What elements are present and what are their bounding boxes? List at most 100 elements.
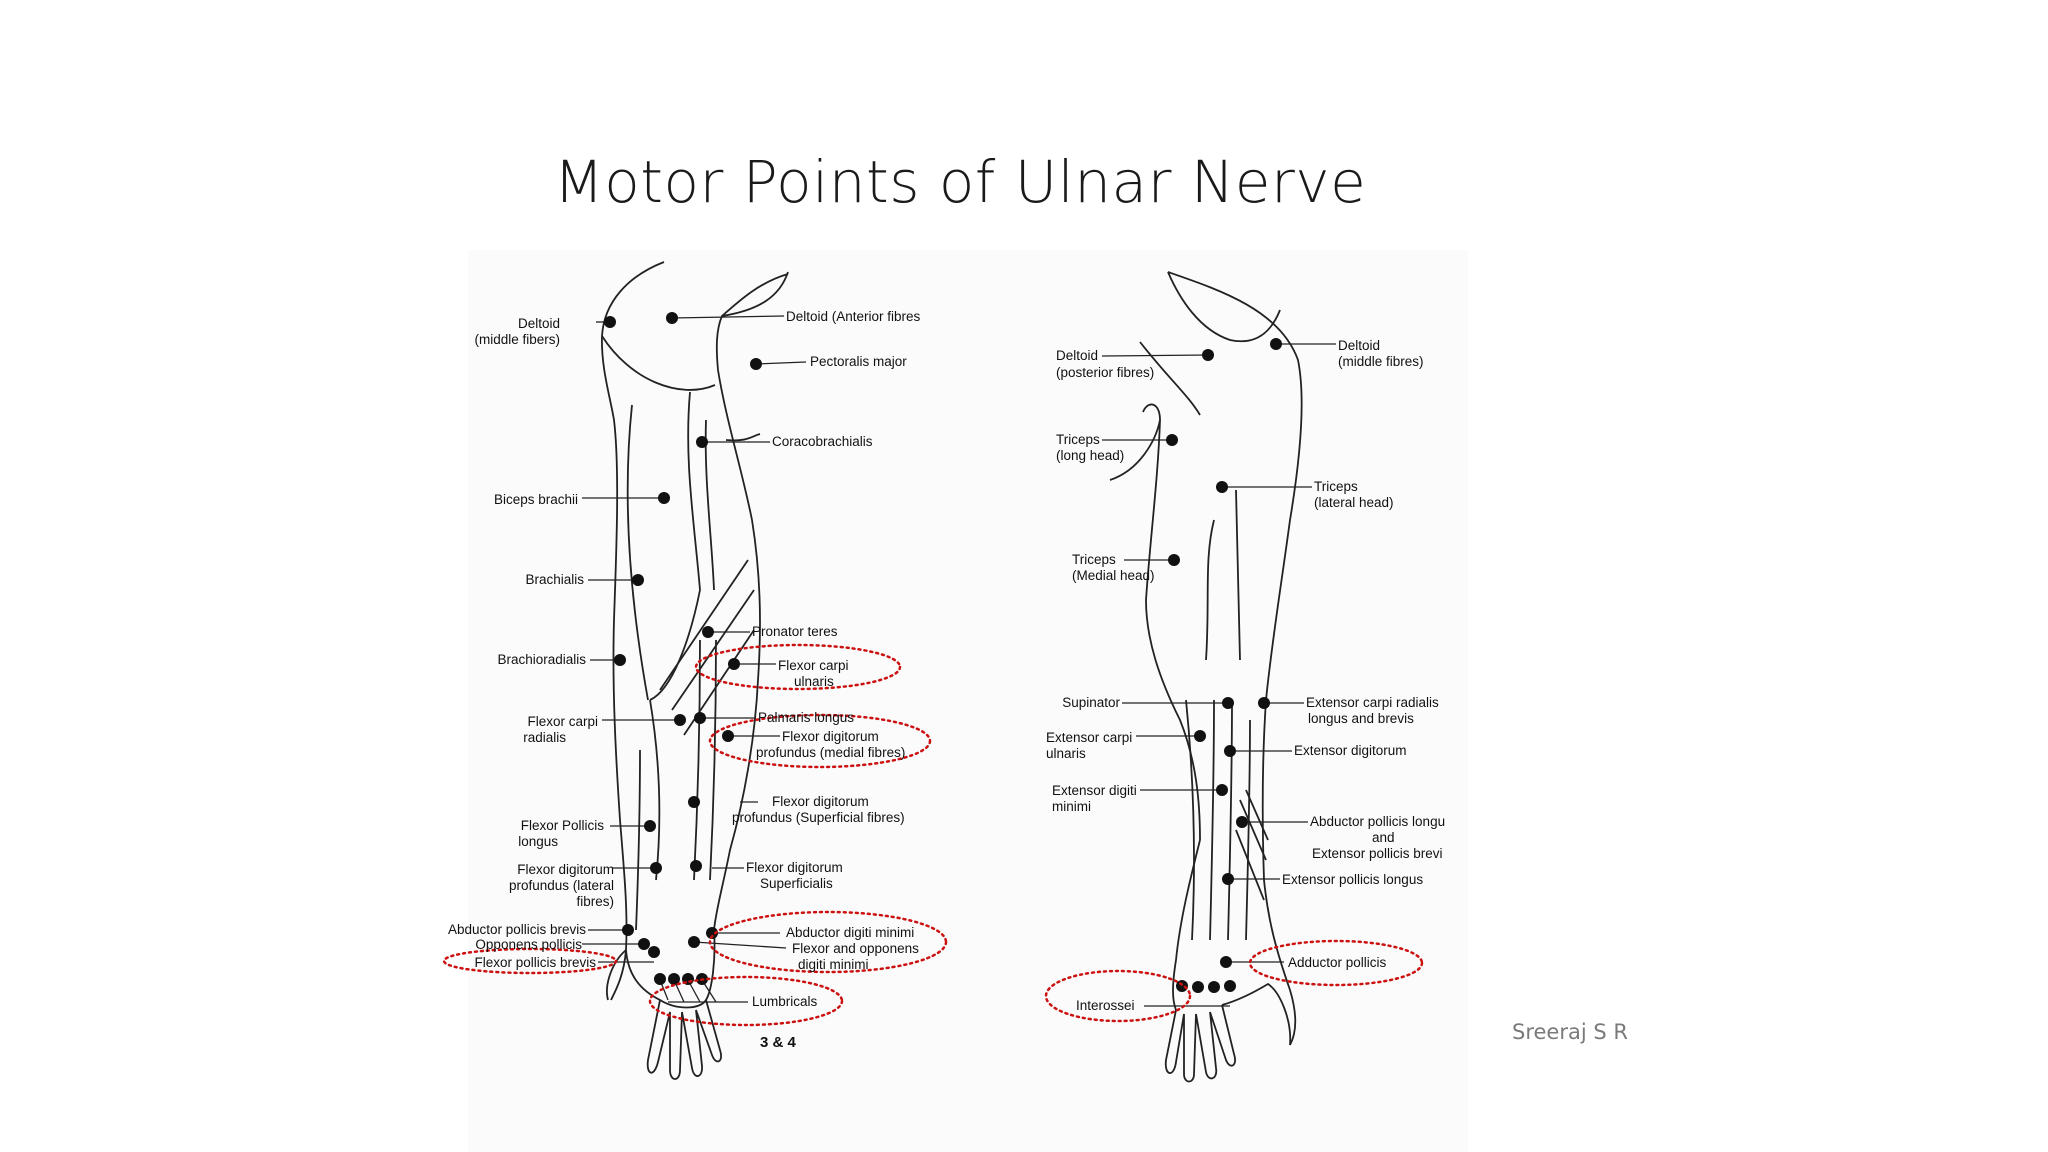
motor-point-dot bbox=[1216, 481, 1228, 493]
label-fpb: Flexor pollicis brevis bbox=[474, 955, 596, 970]
motor-point-dot bbox=[1220, 956, 1232, 968]
motor-point-dot bbox=[666, 312, 678, 324]
label-apb: Abductor pollicis brevis bbox=[448, 922, 586, 937]
motor-point-dot bbox=[1176, 980, 1188, 992]
motor-point-dot bbox=[614, 654, 626, 666]
label-fcu-2: ulnaris bbox=[794, 674, 834, 689]
label-adductor: Adductor pollicis bbox=[1288, 955, 1387, 970]
motor-point-dot bbox=[688, 936, 700, 948]
label-fds-superficial-2: profundus (Superficial fibres) bbox=[732, 810, 905, 825]
label-interossei: Interossei bbox=[1076, 998, 1135, 1013]
highlight-fcu bbox=[694, 643, 902, 691]
label-ecu-2: ulnaris bbox=[1046, 746, 1086, 761]
ulnar-nerve-highlights bbox=[442, 643, 1424, 1027]
posterior-leader-lines bbox=[1101, 343, 1336, 1007]
anterior-labels: Deltoid (middle fibers) Biceps brachii B… bbox=[448, 309, 921, 1051]
motor-point-dot bbox=[1222, 873, 1234, 885]
label-deltoid-middle-1: Deltoid bbox=[518, 316, 560, 331]
label-brachialis: Brachialis bbox=[525, 572, 584, 587]
highlight-fdp-medial bbox=[708, 713, 932, 769]
motor-point-dot bbox=[702, 626, 714, 638]
motor-point-dot bbox=[1258, 697, 1270, 709]
label-deltoid-middle-post-1: Deltoid bbox=[1338, 338, 1380, 353]
label-biceps: Biceps brachii bbox=[494, 492, 578, 507]
label-fdp-medial-2: profundus (medial fibres) bbox=[756, 745, 905, 760]
label-apl-2: and bbox=[1372, 830, 1395, 845]
motor-point-dot bbox=[728, 658, 740, 670]
label-palmaris: Palmaris longus bbox=[758, 710, 854, 725]
label-ecrl-1: Extensor carpi radialis bbox=[1306, 695, 1439, 710]
highlight-lumbricals bbox=[648, 975, 844, 1027]
label-apl-3: Extensor pollicis brevi bbox=[1312, 846, 1443, 861]
posterior-labels: Deltoid (posterior fibres) Triceps (long… bbox=[1046, 338, 1445, 1013]
highlight-hypothenar bbox=[708, 910, 948, 974]
motor-point-dot bbox=[1216, 784, 1228, 796]
label-brachioradialis: Brachioradialis bbox=[497, 652, 586, 667]
label-adm-2: Flexor and opponens bbox=[792, 941, 919, 956]
label-fpl-2: longus bbox=[518, 834, 558, 849]
label-edm-1: Extensor digiti bbox=[1052, 783, 1137, 798]
label-fpl-1: Flexor Pollicis bbox=[521, 818, 605, 833]
motor-point-dot bbox=[1208, 981, 1220, 993]
label-ecrl-2: longus and brevis bbox=[1308, 711, 1414, 726]
label-fdp-medial-1: Flexor digitorum bbox=[782, 729, 879, 744]
slide-title: Motor Points of Ulnar Nerve bbox=[553, 148, 1367, 216]
label-fdp-lateral-3: fibres) bbox=[576, 894, 614, 909]
label-fdp-lateral-1: Flexor digitorum bbox=[517, 862, 614, 877]
motor-point-dot bbox=[706, 927, 718, 939]
anterior-arm-outline bbox=[601, 261, 789, 1080]
label-triceps-medial-2: (Medial head) bbox=[1072, 568, 1155, 583]
motor-point-dot bbox=[694, 712, 706, 724]
label-triceps-long-1: Triceps bbox=[1056, 432, 1100, 447]
motor-point-dot bbox=[1168, 554, 1180, 566]
motor-point-dot bbox=[644, 820, 656, 832]
label-triceps-medial-1: Triceps bbox=[1072, 552, 1116, 567]
label-epl: Extensor pollicis longus bbox=[1282, 872, 1423, 887]
motor-point-dot bbox=[1166, 434, 1178, 446]
motor-point-dot bbox=[1236, 816, 1248, 828]
label-fcr-2: radialis bbox=[523, 730, 566, 745]
label-adm-3: digiti minimi bbox=[798, 957, 869, 972]
motor-point-dot bbox=[696, 436, 708, 448]
label-adm-1: Abductor digiti minimi bbox=[786, 925, 914, 940]
motor-point-dot bbox=[654, 973, 666, 985]
motor-point-dot bbox=[1202, 349, 1214, 361]
label-edm-2: minimi bbox=[1052, 799, 1091, 814]
motor-point-dot bbox=[1222, 697, 1234, 709]
label-fds-1: Flexor digitorum bbox=[746, 860, 843, 875]
label-deltoid-middle-2: (middle fibers) bbox=[474, 332, 560, 347]
motor-point-dot bbox=[674, 714, 686, 726]
motor-point-dot bbox=[1194, 730, 1206, 742]
label-supinator: Supinator bbox=[1062, 695, 1120, 710]
label-deltoid-posterior-1: Deltoid bbox=[1056, 348, 1098, 363]
label-coracobrachialis: Coracobrachialis bbox=[772, 434, 873, 449]
label-apl-1: Abductor pollicis longu bbox=[1310, 814, 1445, 829]
label-op: Opponens pollicis bbox=[475, 937, 582, 952]
highlight-interossei bbox=[1044, 969, 1192, 1023]
anterior-leader-lines bbox=[582, 315, 807, 1003]
label-pronator: Pronator teres bbox=[752, 624, 838, 639]
label-triceps-lateral-2: (lateral head) bbox=[1314, 495, 1394, 510]
label-hand-note: 3 & 4 bbox=[760, 1034, 797, 1051]
label-triceps-long-2: (long head) bbox=[1056, 448, 1124, 463]
motor-point-dot bbox=[668, 973, 680, 985]
label-ecu-1: Extensor carpi bbox=[1046, 730, 1132, 745]
label-deltoid-middle-post-2: (middle fibres) bbox=[1338, 354, 1424, 369]
label-ed: Extensor digitorum bbox=[1294, 743, 1407, 758]
label-lumbricals: Lumbricals bbox=[752, 994, 818, 1009]
motor-point-dot bbox=[648, 946, 660, 958]
motor-point-dot bbox=[604, 316, 616, 328]
motor-point-dot bbox=[658, 492, 670, 504]
motor-point-dot bbox=[638, 938, 650, 950]
motor-point-dot bbox=[1224, 980, 1236, 992]
highlight-fpb bbox=[442, 947, 618, 975]
label-deltoid-anterior: Deltoid (Anterior fibres bbox=[786, 309, 921, 324]
label-fdp-lateral-2: profundus (lateral bbox=[509, 878, 614, 893]
posterior-motor-points bbox=[1166, 338, 1282, 993]
posterior-arm-outline bbox=[1109, 271, 1303, 1083]
label-fcr-1: Flexor carpi bbox=[527, 714, 598, 729]
motor-point-dot bbox=[722, 730, 734, 742]
label-triceps-lateral-1: Triceps bbox=[1314, 479, 1358, 494]
label-fds-2: Superficialis bbox=[760, 876, 833, 891]
